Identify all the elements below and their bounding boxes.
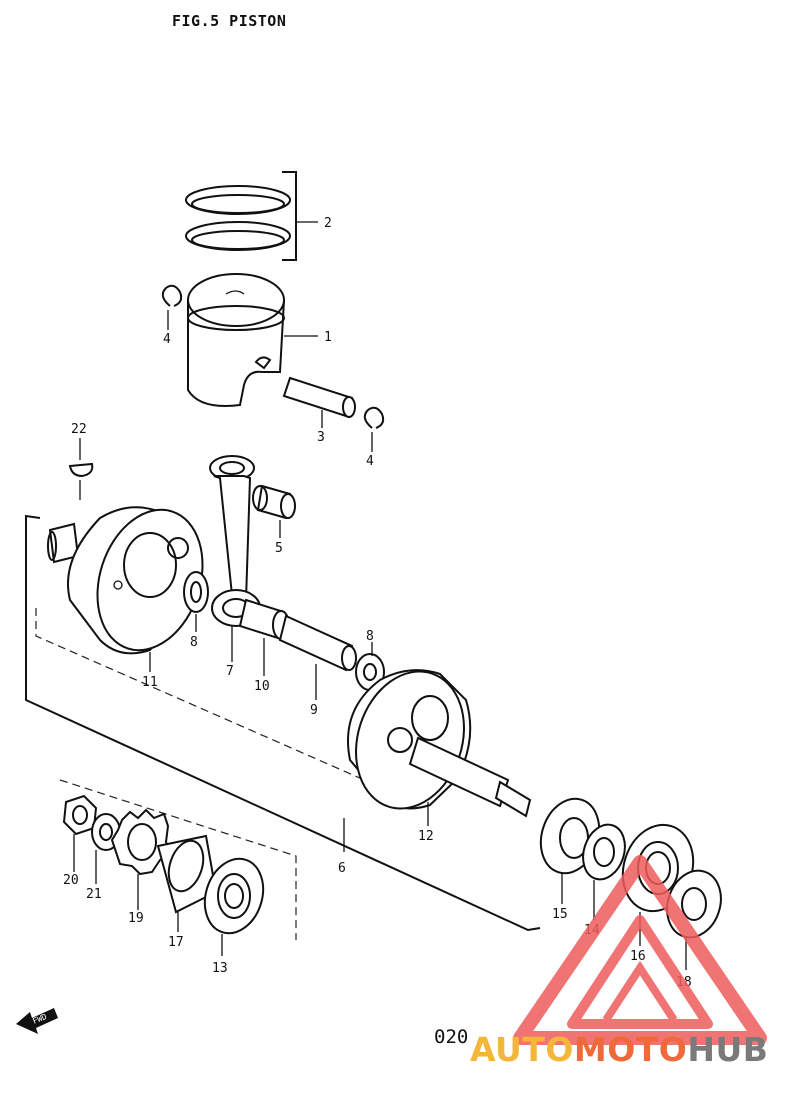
piston[interactable] [187,273,318,407]
crankshaft-assembly-bracket [25,514,541,932]
callout-20: 20 [63,873,79,888]
connecting-rod[interactable] [209,455,261,662]
watermark-hub: HUB [687,1030,769,1069]
watermark-logo-icon [513,855,767,1045]
callout-9: 9 [310,703,318,718]
callout-19: 19 [128,911,144,926]
callout-11: 11 [142,675,158,690]
watermark-text: AUTOMOTOHUB [470,1030,768,1069]
crank-pin[interactable] [278,614,357,700]
watermark-auto: AUTO [470,1030,574,1069]
callout-4-right: 4 [366,454,374,469]
callout-15: 15 [552,907,568,922]
forward-arrow-icon: FWD [16,1008,58,1034]
piston-rings[interactable] [185,171,318,261]
circlip-right[interactable] [363,406,385,452]
callout-22: 22 [71,422,87,437]
callout-5: 5 [275,541,283,556]
callout-21: 21 [86,887,102,902]
bearing-left[interactable] [196,851,273,956]
callout-3: 3 [317,430,325,445]
callout-17: 17 [168,935,184,950]
callout-13: 13 [212,961,228,976]
page-number: 020 [434,1026,469,1048]
figure-title: FIG.5 PISTON [172,12,287,30]
callout-8-left: 8 [190,635,198,650]
circlip-left[interactable] [161,284,183,330]
thrust-washer-left[interactable] [183,571,209,632]
piston-pin[interactable] [282,376,356,428]
watermark-moto: MOTO [573,1030,688,1069]
crank-wheel-left[interactable] [47,496,220,672]
crank-wheel-right[interactable] [339,657,532,826]
callout-16: 16 [630,949,646,964]
callout-10: 10 [254,679,270,694]
callout-labels: 2 1 4 3 4 22 5 8 8 7 11 10 9 12 6 20 21 … [63,216,692,990]
callout-4-left: 4 [163,332,171,347]
small-end-bearing[interactable] [252,484,296,538]
callout-8-right: 8 [366,629,374,644]
callout-2: 2 [324,216,332,231]
callout-12: 12 [418,829,434,844]
left-bearing-group-bracket [59,779,297,940]
spacer[interactable] [576,819,631,920]
callout-1: 1 [324,330,332,345]
woodruff-key[interactable] [68,438,94,500]
callout-7: 7 [226,664,234,679]
callout-6: 6 [338,861,346,876]
